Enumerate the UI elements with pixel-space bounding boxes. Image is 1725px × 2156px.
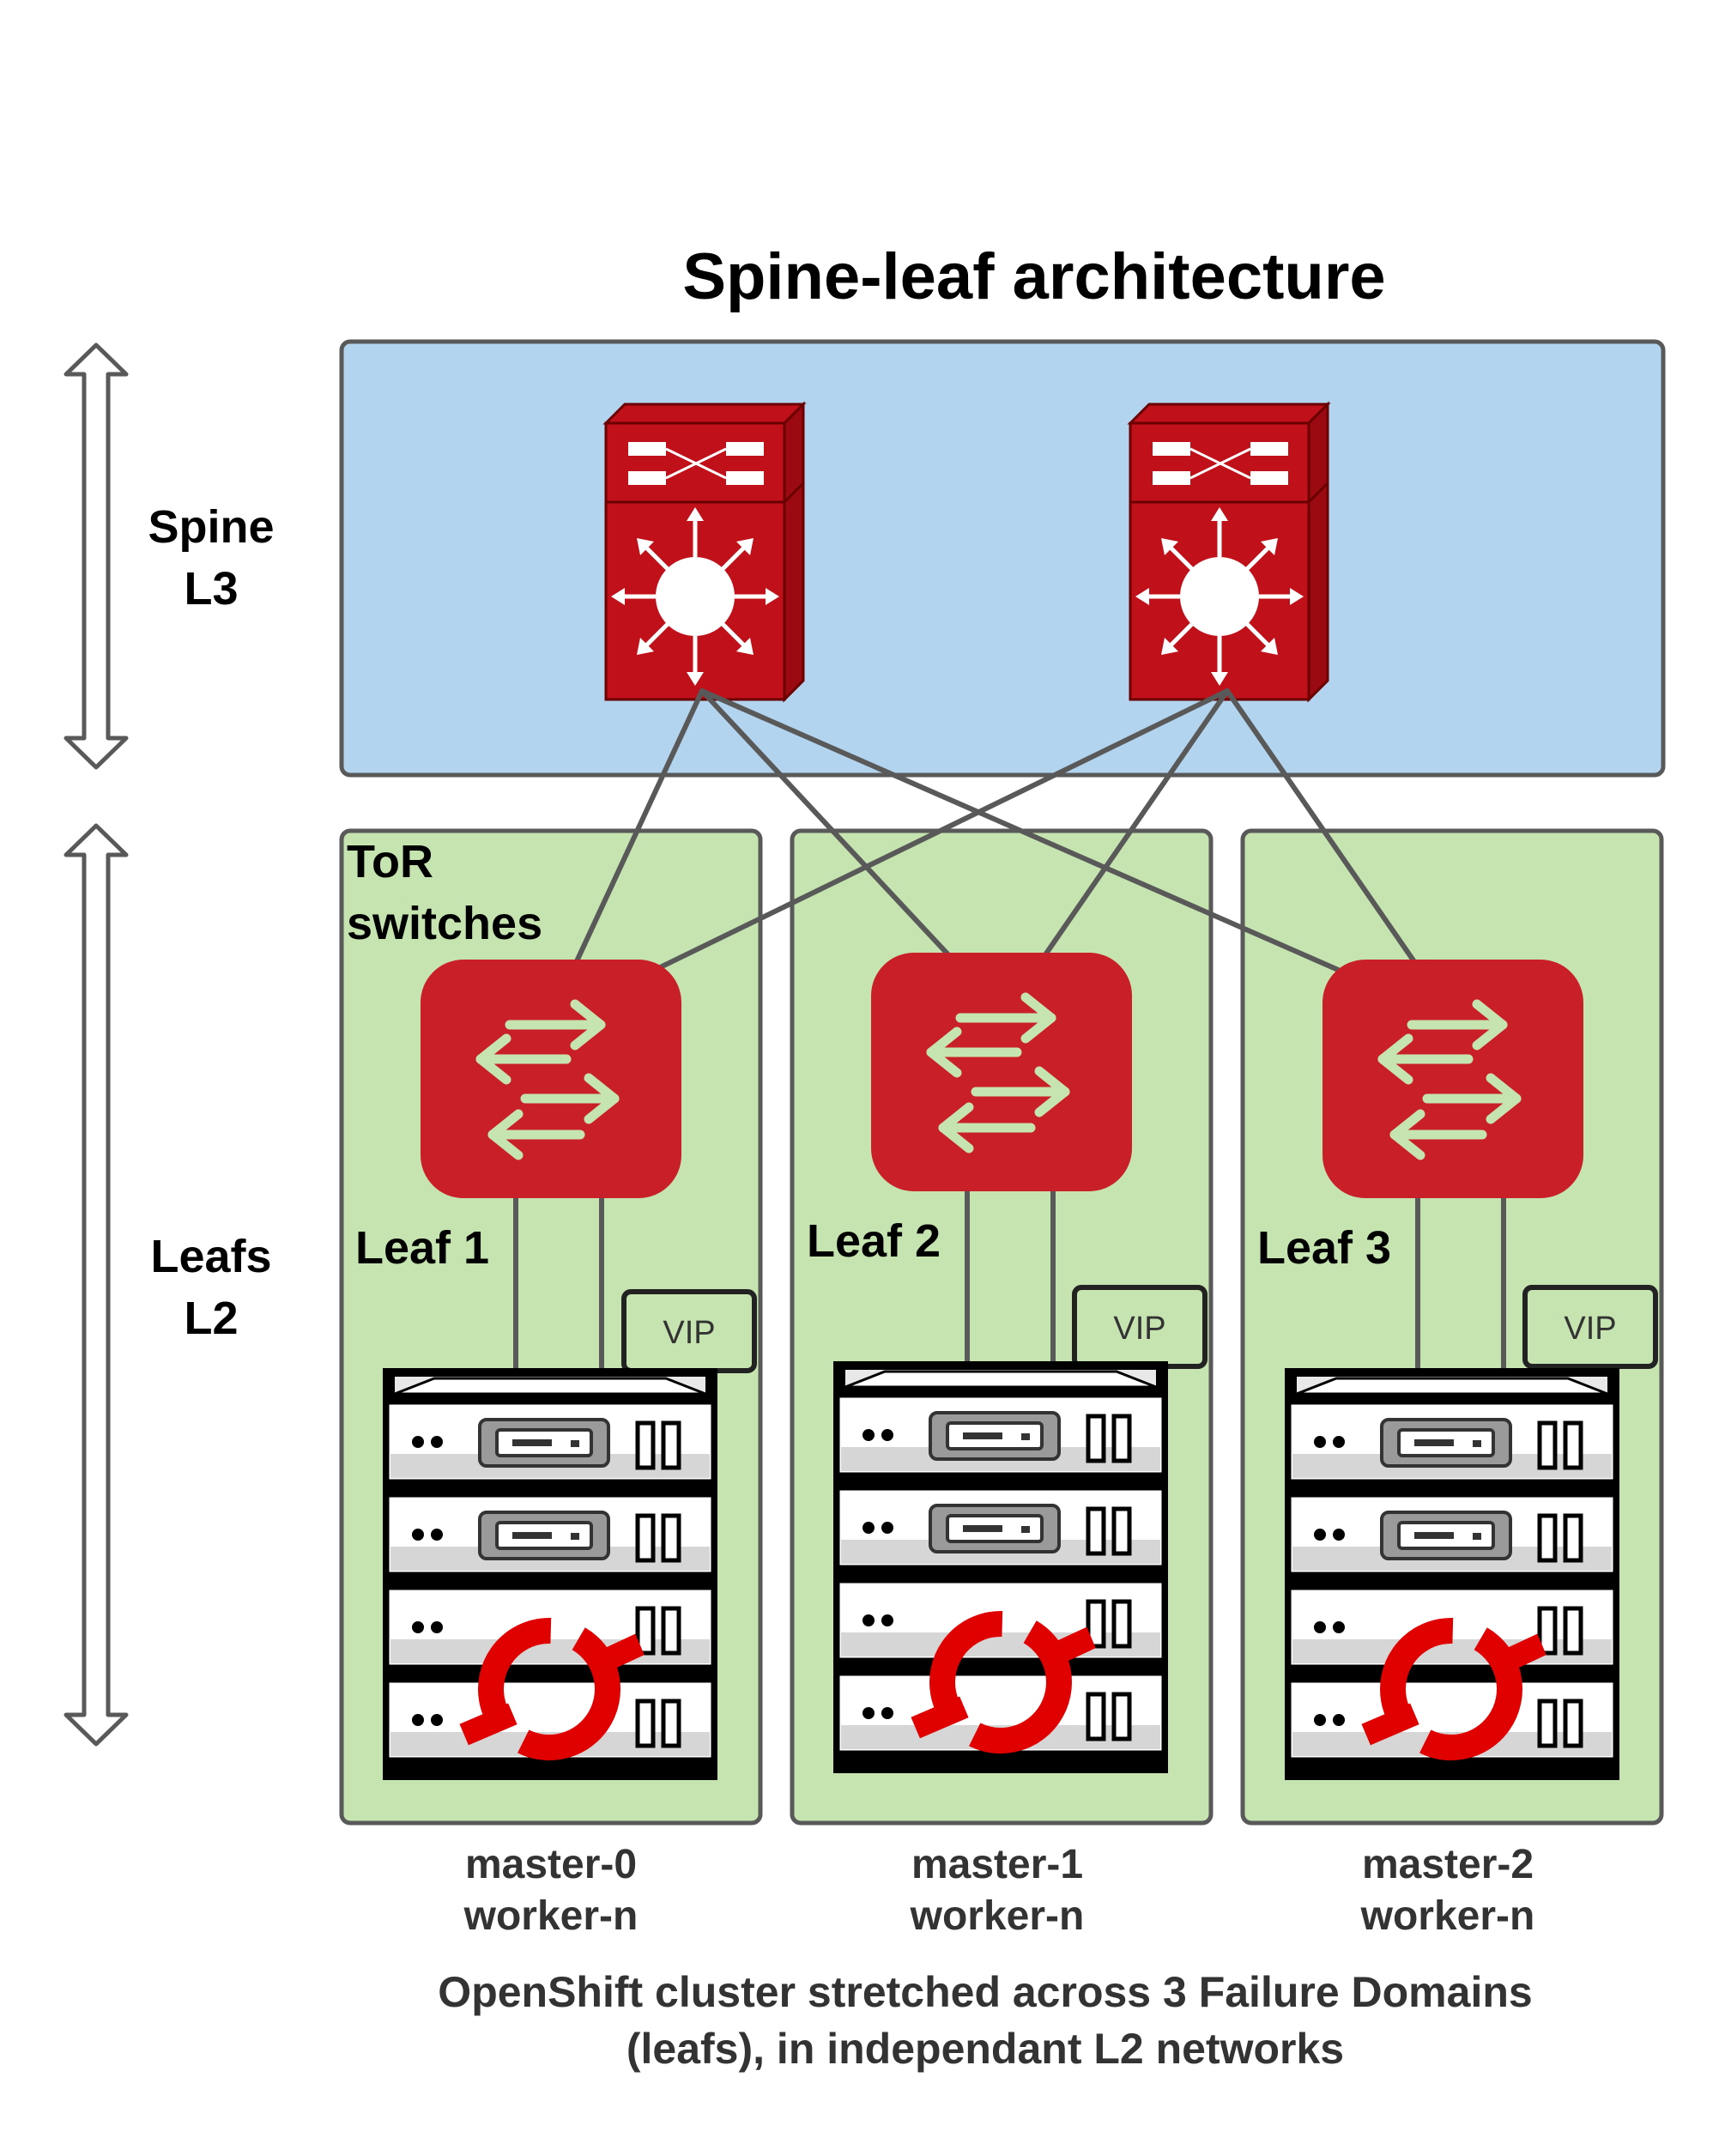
server-rack-icon [1285,1368,1619,1780]
caption-line1: OpenShift cluster stretched across 3 Fai… [438,1968,1532,2016]
leaf-3-label: Leaf 3 [1257,1222,1391,1274]
tor-label: ToR [347,836,433,887]
svg-text:VIP: VIP [663,1315,715,1351]
spine-double-arrow-icon [64,342,129,770]
leaf-2-nodes-line1: master-1 [911,1842,1083,1887]
svg-text:VIP: VIP [1113,1311,1165,1347]
server-rack-icon [833,1361,1168,1773]
vip-badge: VIP [621,1289,757,1373]
leaf-1-label: Leaf 1 [355,1222,489,1274]
svg-text:VIP: VIP [1564,1311,1616,1347]
vip-badge: VIP [1522,1285,1658,1369]
spine-switch-icon [606,404,803,699]
tor-switch-icon [871,953,1132,1191]
spine-switch-icon [1130,404,1328,699]
leaf-3-nodes-line2: worker-n [1360,1893,1535,1939]
tor-sublabel: switches [347,898,542,949]
tor-switch-icon [421,960,681,1198]
diagram-title: Spine-leaf architecture [682,240,1385,313]
leafs-layer-label: Leafs [150,1231,271,1282]
leafs-double-arrow-icon [64,823,129,1747]
spine-layer-label: Spine [148,501,274,553]
leaf-3-nodes-line1: master-2 [1362,1842,1534,1887]
leafs-layer-sublabel: L2 [184,1293,238,1344]
leaf-1-nodes-line2: worker-n [463,1893,639,1939]
leaf-2-nodes-line2: worker-n [910,1893,1085,1939]
spine-zone [339,339,1666,778]
tor-switch-icon [1322,960,1583,1198]
caption-line2: (leafs), in independant L2 networks [626,2025,1344,2073]
leaf-2-label: Leaf 2 [807,1215,941,1267]
spine-layer-sublabel: L3 [184,563,238,615]
vip-badge: VIP [1072,1285,1208,1369]
leaf-1-nodes-line1: master-0 [465,1842,637,1887]
server-rack-icon [383,1368,717,1780]
downlink-lines [513,1191,1506,1372]
